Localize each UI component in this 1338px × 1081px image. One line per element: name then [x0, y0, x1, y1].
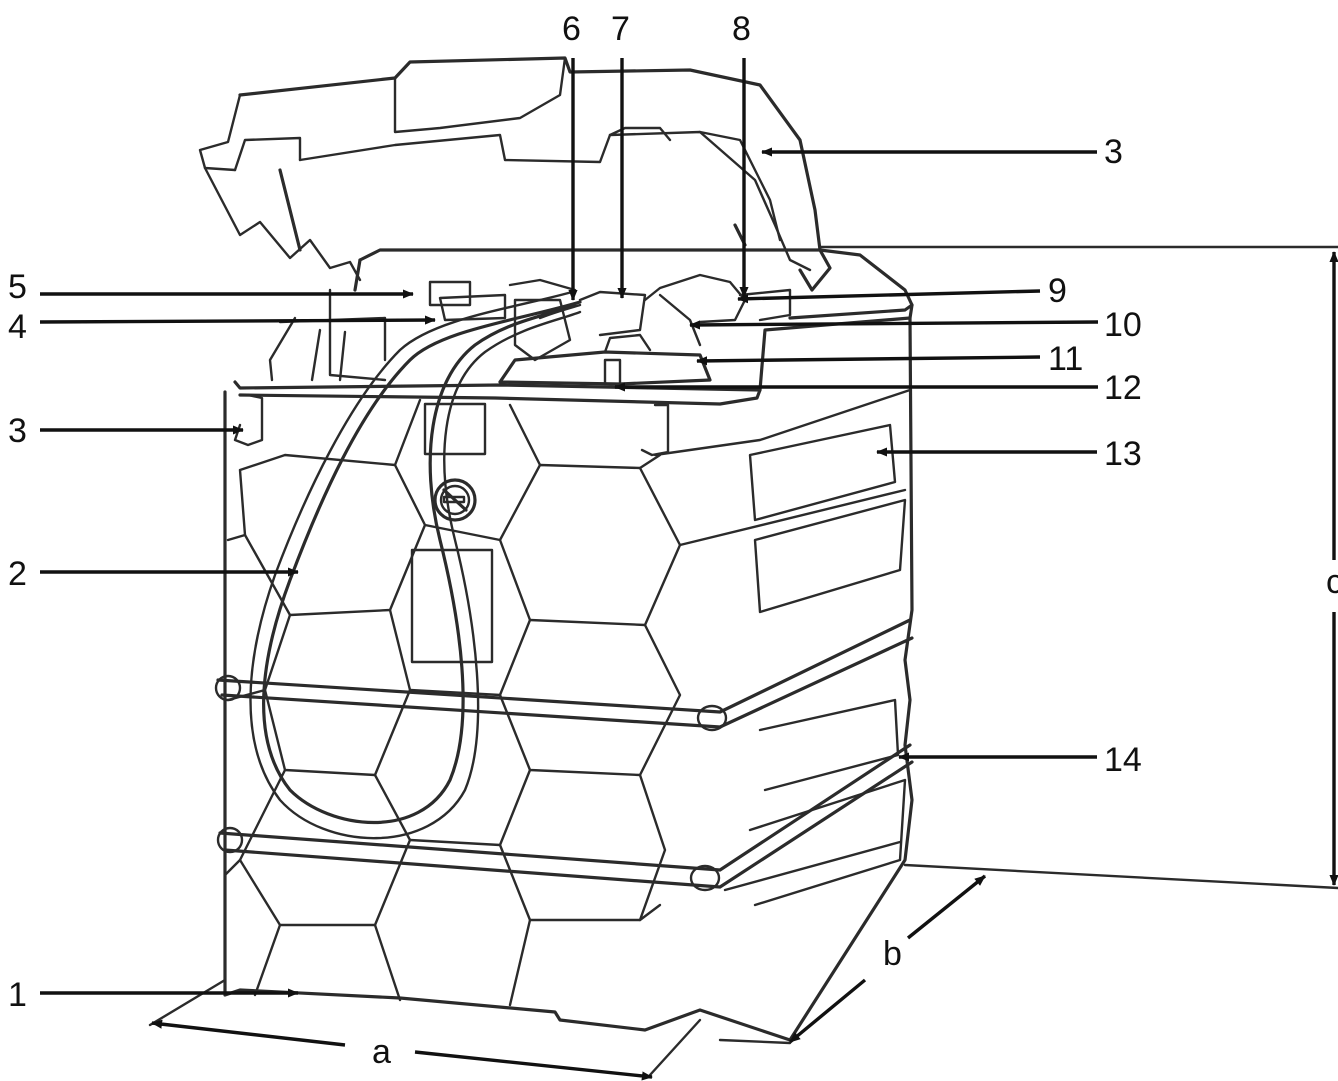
upper-rail: [214, 618, 914, 732]
callout-8: 8: [732, 10, 751, 48]
dimension-a-label: a: [372, 1033, 391, 1071]
callout-10: 10: [1104, 306, 1142, 344]
dimension-lines: [148, 245, 1338, 1081]
pump-unit: [428, 273, 792, 386]
no-smoking-icon: [433, 478, 477, 522]
callout-11: 11: [1048, 340, 1083, 378]
lower-rail: [216, 743, 914, 892]
callout-9: 9: [1048, 272, 1067, 310]
callout-arrows: [39, 58, 1099, 998]
callout-1: 1: [8, 976, 27, 1014]
callout-labels: 1 2 3 3 4 5 6 7 8 9 10 11 12 13 14: [8, 10, 1142, 1014]
lid: [198, 56, 832, 292]
callout-5: 5: [8, 268, 27, 306]
hose: [249, 290, 582, 840]
callout-4: 4: [8, 308, 27, 346]
callout-3-right: 3: [1104, 133, 1123, 171]
tank-body: [198, 56, 914, 1042]
callout-6: 6: [562, 10, 581, 48]
callout-13: 13: [1104, 435, 1142, 473]
callout-12: 12: [1104, 369, 1142, 407]
callout-3-left: 3: [8, 412, 27, 450]
callout-2: 2: [8, 555, 27, 593]
callout-7: 7: [611, 10, 630, 48]
dimension-c-label: c: [1326, 563, 1338, 601]
callout-14: 14: [1104, 741, 1142, 779]
dimension-b-label: b: [883, 935, 902, 973]
